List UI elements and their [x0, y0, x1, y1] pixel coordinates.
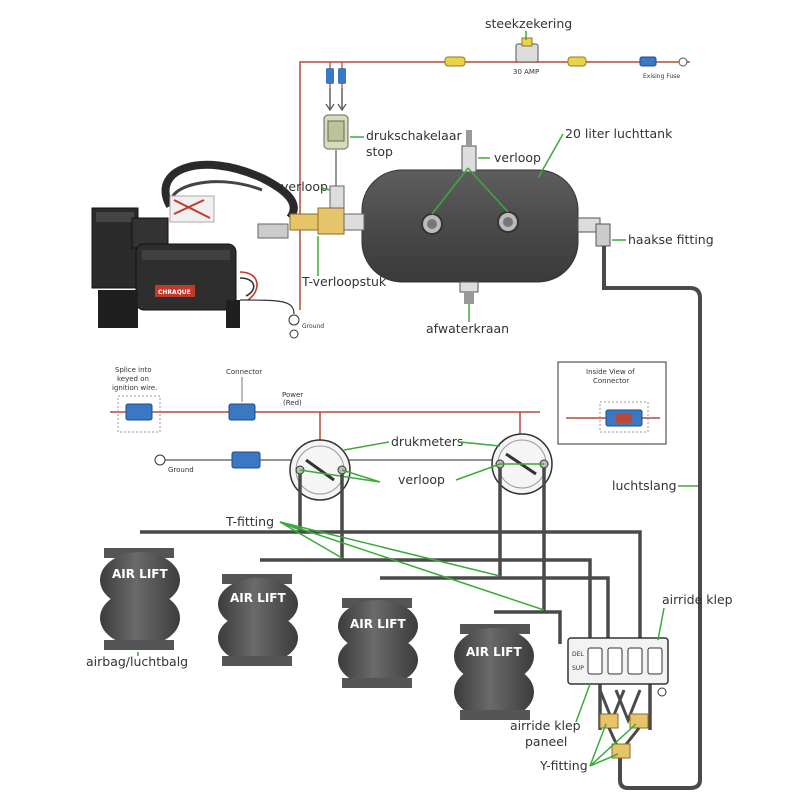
air-tank	[361, 130, 579, 304]
air-bag-4-text: AIR LIFT	[466, 645, 522, 659]
y-fittings	[598, 689, 649, 759]
steekzekering-label: steekzekering	[485, 16, 572, 31]
verloop-mid-label: verloop	[398, 472, 445, 487]
air-bag-2-text: AIR LIFT	[230, 591, 286, 605]
splice-line2: keyed on	[117, 375, 149, 383]
air-bag-2: AIR LIFT	[218, 574, 298, 666]
compressor-brand: CHRAQUE	[158, 289, 191, 296]
haakse-fitting	[577, 217, 611, 247]
t-verloopstuk-label: T-verloopstuk	[301, 274, 387, 289]
airride-klep-label: airride klep	[662, 592, 733, 607]
drukmeters-label: drukmeters	[391, 434, 463, 449]
luchtslang-label: luchtslang	[612, 478, 677, 493]
amp-label: 30 AMP	[513, 68, 539, 76]
existing-fuse-label: Exising Fuse	[643, 73, 680, 80]
del-label: DEL	[572, 651, 584, 658]
splice-line1: Splice into	[115, 366, 152, 374]
airride-panel-label2: paneel	[525, 734, 567, 749]
drukschakelaar-stop-label: stop	[366, 144, 393, 159]
ground-top	[239, 299, 300, 339]
t-fitting-label: T-fitting	[225, 514, 274, 529]
ground-mid-label: Ground	[168, 466, 194, 474]
air-bag-4: AIR LIFT	[454, 624, 534, 720]
pressure-switch	[323, 68, 349, 150]
inside-view-line2: Connector	[593, 377, 629, 385]
haakse-fitting-label: haakse fitting	[628, 232, 714, 247]
y-fitting-label: Y-fitting	[539, 758, 588, 773]
airbag-label: airbag/luchtbalg	[86, 654, 188, 669]
drukschakelaar-label: drukschakelaar	[366, 128, 462, 143]
lower-hoses	[140, 468, 652, 730]
power-red-label: (Red)	[283, 399, 302, 407]
air-bag-3-text: AIR LIFT	[350, 617, 406, 631]
airride-panel-label1: airride klep	[510, 718, 581, 733]
verloop-tank-label: verloop	[494, 150, 541, 165]
power-label: Power	[282, 391, 303, 399]
t-verloopstuk	[289, 185, 365, 235]
ground-top-label: Ground	[302, 323, 324, 330]
airride-valve-panel	[567, 637, 669, 697]
tank-label: 20 liter luchttank	[565, 126, 673, 141]
air-bag-1: AIR LIFT	[100, 548, 180, 650]
inside-view-line1: Inside View of	[586, 368, 635, 376]
luchtslang-hose	[602, 246, 702, 790]
inside-view-box	[557, 361, 667, 445]
air-bag-1-text: AIR LIFT	[112, 567, 168, 581]
connector-label: Connector	[226, 368, 262, 376]
sup-label: SUP	[572, 665, 584, 672]
air-bag-3: AIR LIFT	[338, 598, 418, 688]
verloop-left-label: verloop	[281, 179, 328, 194]
afwaterkraan-label: afwaterkraan	[426, 321, 509, 336]
compressor: CHRAQUE	[91, 160, 298, 328]
steekzekering-fuse	[444, 37, 688, 67]
splice-line3: ignition wire.	[112, 384, 157, 392]
